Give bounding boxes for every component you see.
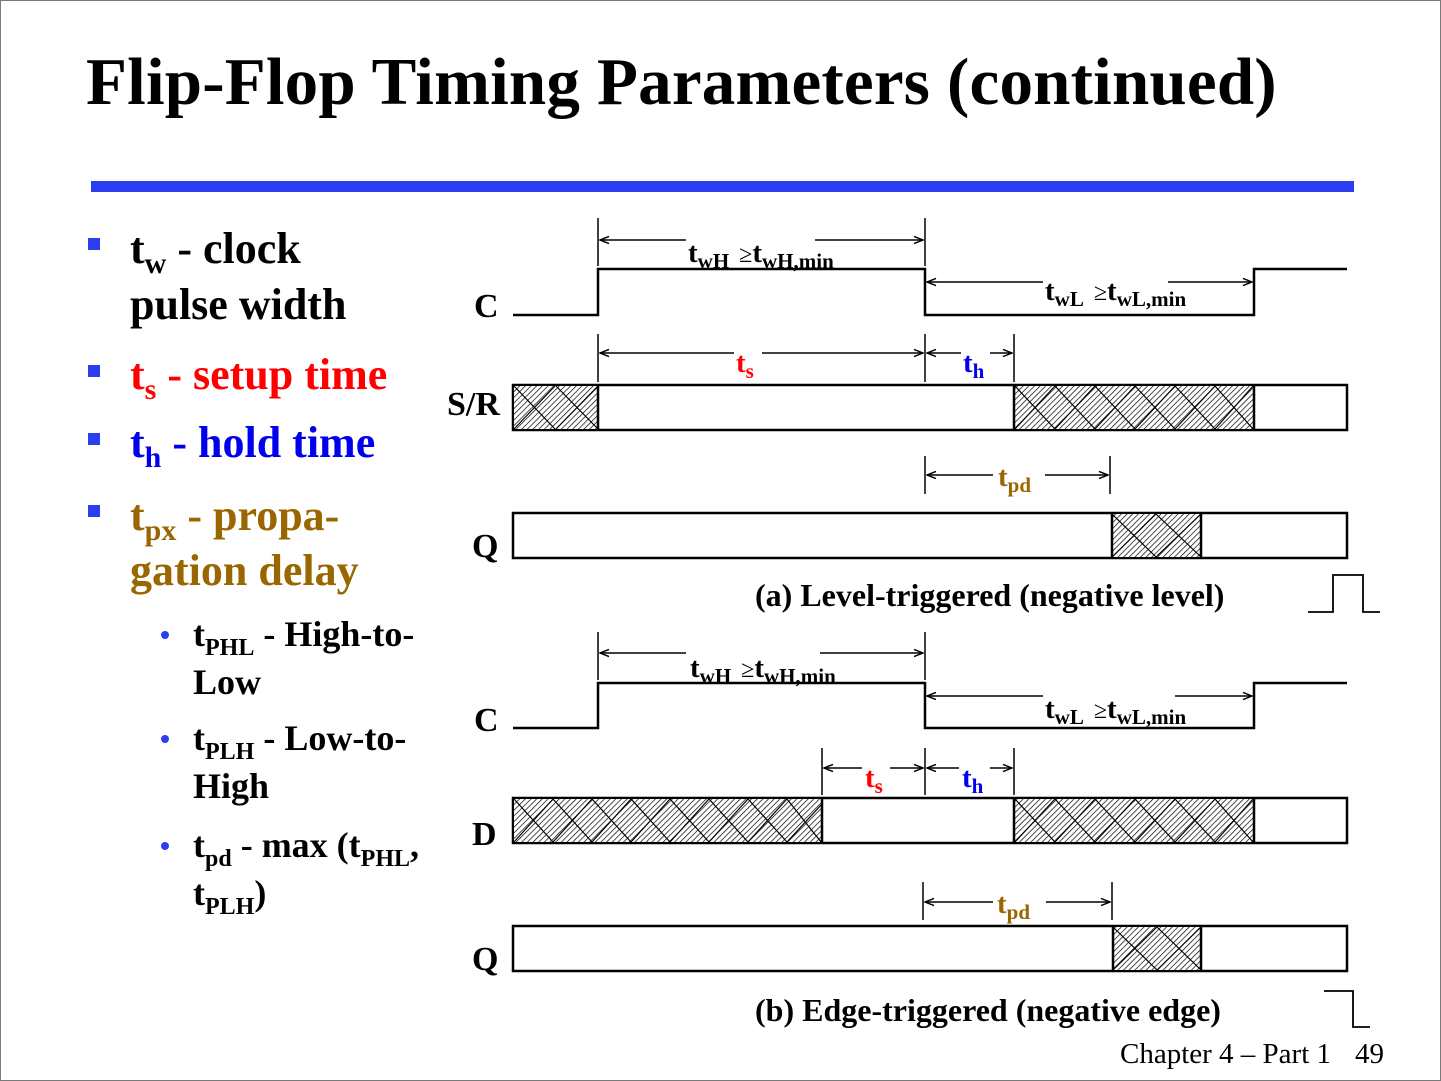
bullet-ts: ts - setup time [130, 350, 388, 406]
twl-label: twL≥twL,min [1045, 275, 1186, 311]
diagram-b: C D Q twH≥twH,min twL≥twL,min ts th [472, 632, 1370, 1028]
caption-edge-triggered: (b) Edge-triggered (negative edge) [755, 992, 1221, 1028]
twl-label: twL≥twL,min [1045, 693, 1186, 729]
caption-level-triggered: (a) Level-triggered (negative level) [755, 577, 1224, 613]
footer-chapter: Chapter 4 – Part 1 [1120, 1038, 1332, 1070]
bullet-list: tw - clock pulse width ts - setup time t… [0, 0, 460, 960]
crosshatch [513, 798, 822, 843]
bullet-tpx: tpx - propa- [130, 491, 340, 547]
signal-label-c: C [474, 702, 499, 739]
bullet-th: th - hold time [130, 418, 376, 474]
twh-label: twH≥twH,min [690, 652, 836, 688]
slide-footer: Chapter 4 – Part 1 49 [1120, 1038, 1384, 1071]
sub-bullet-tplh-cont: High [193, 766, 270, 806]
tpd-label: tpd [997, 888, 1030, 924]
crosshatch [1112, 926, 1202, 971]
bullet-tw-cont: pulse width [130, 280, 347, 329]
sub-bullet-marker [161, 631, 169, 639]
clock-waveform [513, 267, 1347, 317]
bullet-marker [88, 433, 100, 445]
d-invalid-region [514, 799, 821, 842]
bullet-tpx-cont: gation delay [130, 546, 359, 595]
pulse-icon [1308, 574, 1380, 613]
ts-label: ts [736, 347, 754, 383]
crosshatch [1014, 385, 1254, 430]
d-invalid-region [1015, 799, 1253, 842]
sub-bullet-tpd: tpd - max (tPHL, [193, 825, 419, 872]
bullet-marker [88, 505, 100, 517]
page-number: 49 [1355, 1038, 1385, 1070]
bullet-tw: tw - clock [130, 224, 301, 280]
sr-invalid-region [514, 386, 598, 429]
ts-label: ts [865, 762, 883, 798]
diagram-a: C S/R Q twH≥twH,min twL≥twL,min ts th [447, 218, 1380, 613]
signal-label-c: C [474, 288, 499, 325]
q-transition-region [1112, 514, 1201, 557]
signal-label-d: D [472, 816, 497, 853]
crosshatch [1111, 513, 1202, 558]
th-label: th [962, 762, 984, 798]
sub-bullet-tpd-cont: tPLH) [193, 873, 267, 920]
clock-waveform [513, 681, 1347, 730]
signal-label-q: Q [472, 528, 498, 565]
sub-bullet-tphl: tPHL - High-to- [193, 614, 415, 661]
sr-invalid-region [1015, 386, 1253, 429]
slide-title: Flip-Flop Timing Parameters (continued) [86, 45, 1277, 119]
twh-label: twH≥twH,min [688, 237, 834, 273]
bullet-marker [88, 365, 100, 377]
tpd-label: tpd [998, 461, 1031, 497]
sub-bullet-marker [161, 735, 169, 743]
q-transition-region [1113, 927, 1201, 970]
sub-bullet-tphl-cont: Low [193, 662, 262, 702]
crosshatch [1014, 798, 1254, 843]
bullet-marker [88, 238, 100, 250]
falling-edge-icon [1324, 990, 1370, 1028]
q-output-bus [511, 511, 1349, 560]
th-label: th [963, 347, 985, 383]
signal-label-q: Q [472, 941, 498, 978]
sub-bullet-marker [161, 842, 169, 850]
crosshatch [513, 385, 599, 430]
q-output-bus [511, 924, 1349, 973]
title-rule [91, 181, 1354, 192]
sub-bullet-tplh: tPLH - Low-to- [193, 718, 407, 765]
signal-label-sr: S/R [447, 386, 500, 423]
